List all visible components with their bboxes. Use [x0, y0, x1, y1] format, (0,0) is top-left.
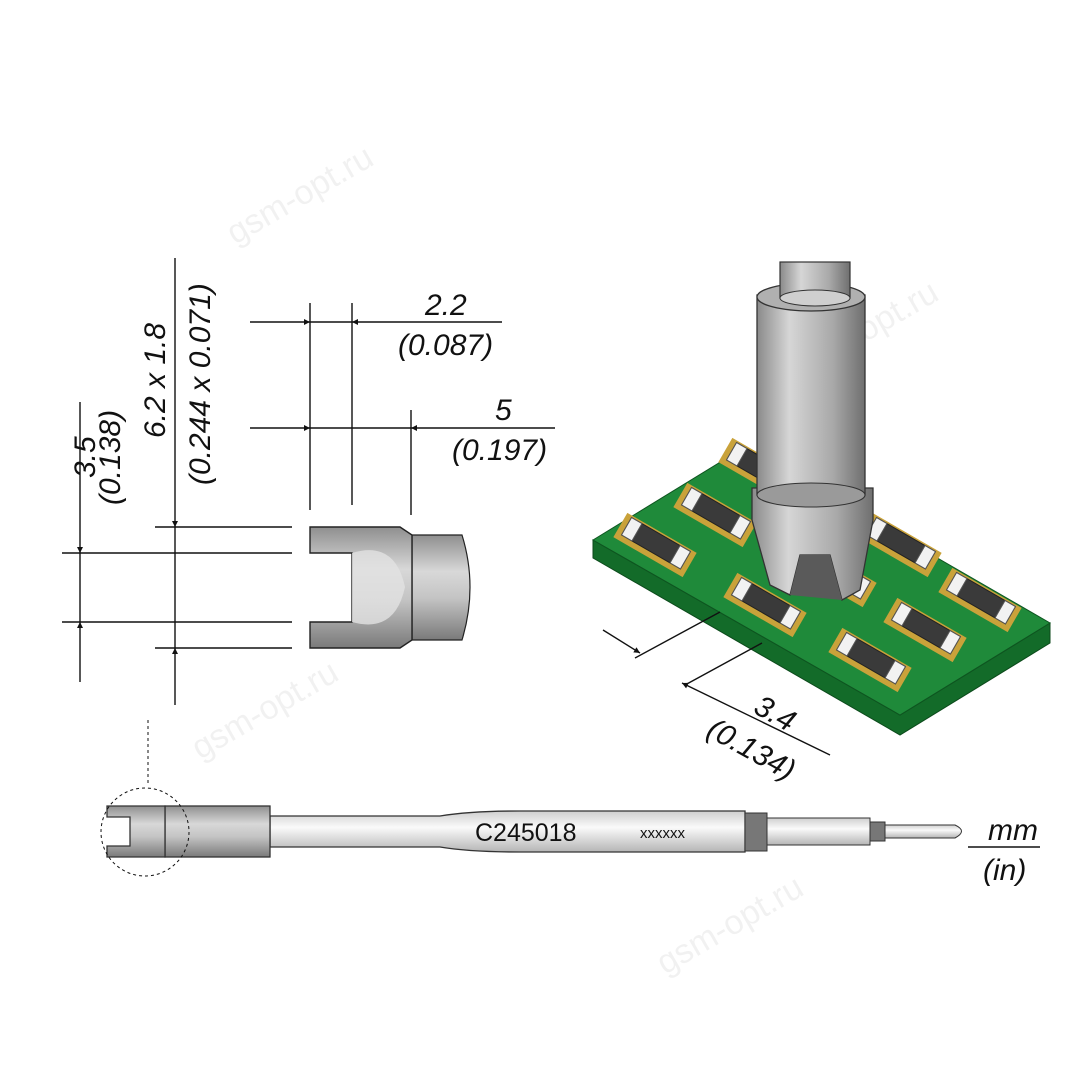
- component-terminal: [620, 516, 643, 542]
- component-terminal: [914, 544, 937, 570]
- tip-body: [411, 534, 471, 641]
- smd-component: [858, 512, 942, 578]
- dim-pitch-mm: 3.4: [749, 689, 801, 738]
- component-terminal: [680, 486, 703, 512]
- smd-component: [828, 627, 912, 693]
- dim-slot-mm: 2.2: [424, 289, 467, 322]
- dim-outer-in: (0.244 x 0.071): [184, 283, 217, 485]
- serial-number: xxxxxx: [640, 825, 686, 842]
- tip-front-view: 3.5 (0.138) 6.2 x 1.8 (0.244 x 0.071) 2.…: [62, 258, 555, 705]
- svg-text:gsm-opt.ru: gsm-opt.ru: [220, 138, 380, 252]
- dim-depth-mm: 5: [495, 394, 512, 427]
- smd-component: [613, 512, 697, 578]
- svg-text:gsm-opt.ru: gsm-opt.ru: [185, 653, 345, 767]
- component-terminal: [729, 514, 752, 540]
- component-terminal: [669, 544, 692, 570]
- component-terminal: [725, 441, 748, 467]
- dim-slot-in: (0.087): [398, 329, 493, 362]
- detail-circle: [100, 787, 190, 877]
- svg-text:gsm-opt.ru: gsm-opt.ru: [650, 868, 810, 982]
- dim-depth-in: (0.197): [452, 434, 547, 467]
- component-terminal: [835, 631, 858, 657]
- component-terminal: [890, 601, 913, 627]
- component-terminal: [884, 659, 907, 685]
- component-terminal: [730, 576, 753, 602]
- component-terminal: [945, 571, 968, 597]
- smd-component: [883, 597, 967, 663]
- part-number: C245018: [475, 819, 576, 847]
- pcb-illustration: 3.4 (0.134): [592, 261, 1051, 787]
- units-legend: mm (in): [968, 814, 1040, 887]
- tool-side-view: C245018 xxxxxx: [100, 720, 962, 877]
- component-terminal: [779, 604, 802, 630]
- dim-outer-mm: 6.2 x 1.8: [139, 323, 172, 438]
- smd-component: [723, 572, 807, 638]
- soldering-tip-3d: [751, 261, 874, 601]
- component-terminal: [994, 599, 1017, 625]
- dim-inner-in: (0.138): [94, 410, 127, 505]
- dim-inner-mm: 3.5: [69, 436, 102, 478]
- smd-component: [673, 482, 757, 548]
- component-terminal: [939, 629, 962, 655]
- units-mm: mm: [988, 814, 1038, 847]
- smd-component: [938, 567, 1022, 633]
- units-in: (in): [983, 854, 1026, 887]
